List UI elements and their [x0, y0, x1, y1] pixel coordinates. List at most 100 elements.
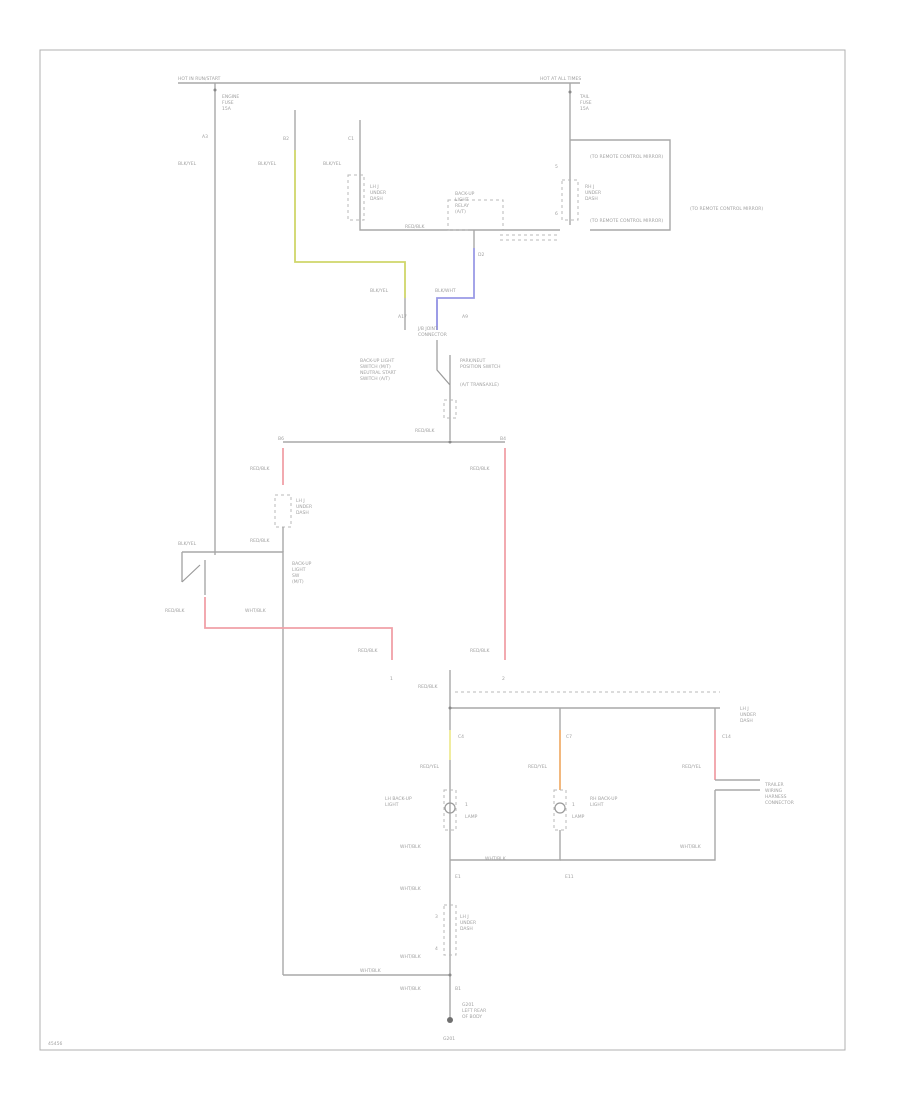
- lamp-right-label-3: LAMP: [572, 814, 585, 820]
- pin-a17: A17: [398, 314, 407, 320]
- pin-c1: C1: [348, 136, 354, 142]
- pin-e11: E11: [565, 874, 574, 880]
- lower-switch-label-2: SW: [292, 573, 300, 579]
- wire-label-red-blk-mid: RED/BLK: [250, 538, 271, 544]
- wire-label-wht-blk-ground-2: WHT/BLK: [400, 954, 422, 960]
- switch-left-label-2: NEUTRAL START: [360, 370, 396, 376]
- trailer-label-0: TRAILER: [764, 782, 784, 788]
- pin-d2: D2: [478, 252, 484, 258]
- diagram-border: [39, 49, 846, 1051]
- pin-b4: B4: [500, 436, 506, 442]
- mid-junction-box: [274, 494, 292, 528]
- footer-code: 45456: [48, 1041, 62, 1047]
- wire-label-red-blk-bottom: RED/BLK: [358, 648, 379, 654]
- lamp-right-label-1: LIGHT: [590, 802, 604, 808]
- left-lamp-box: [443, 789, 457, 831]
- pin-c7: C7: [566, 734, 572, 740]
- lamp-right-label-2: 1: [572, 802, 575, 808]
- mid-junction-label-2: DASH: [296, 510, 309, 516]
- pin-e1: E1: [455, 874, 461, 880]
- lower-switch-label-3: (M/T): [292, 579, 304, 585]
- wire-label-blk-wht-blue: BLK/WHT: [435, 288, 456, 294]
- joint-label-1: CONNECTOR: [418, 332, 447, 338]
- lower-switch-bus: [182, 551, 284, 975]
- switch-left-label-3: SWITCH (A/T): [360, 376, 390, 382]
- lower-bus-junction: [448, 706, 452, 710]
- switch-right-label-2: (A/T TRANSAXLE): [460, 382, 499, 388]
- pin-2: 2: [502, 676, 505, 682]
- pin-b1: B1: [455, 986, 461, 992]
- fuse-left-label-0: ENGINE: [222, 94, 239, 100]
- pin-c4: C4: [458, 734, 464, 740]
- trailer-label-1: WIRING: [765, 788, 783, 794]
- lamp-left-label-0: LH BACK-UP: [385, 796, 412, 802]
- wire-label-blk-yel-switch: BLK/YEL: [178, 541, 197, 547]
- pin-5: 5: [555, 164, 558, 170]
- trailer-return: [560, 790, 716, 861]
- wire-label-wht-blk-right-lamp: WHT/BLK: [485, 856, 507, 862]
- hot-left-label: HOT IN RUN/START: [178, 76, 221, 82]
- switch-left-label-1: SWITCH (M/T): [360, 364, 391, 370]
- rh-junction-label-1: UNDER: [585, 190, 601, 196]
- wire-label-red-blk-main: RED/BLK: [418, 684, 439, 690]
- pin-1: 1: [390, 676, 393, 682]
- pin-a9: A9: [462, 314, 468, 320]
- lower-switch-label-1: LIGHT: [292, 567, 306, 573]
- wire-label-red-blk-right-top: RED/BLK: [470, 466, 491, 472]
- mid-junction-label-1: UNDER: [296, 504, 312, 510]
- right-fuse-terminal: [568, 90, 572, 94]
- lamp-left-label-3: LAMP: [465, 814, 478, 820]
- lower-switch-contacts: [181, 560, 206, 595]
- ground-junction-box: [443, 904, 457, 956]
- relay-label-1: LIGHT: [455, 197, 469, 203]
- ground-symbol: [447, 1017, 453, 1023]
- pin-3: 3: [435, 914, 438, 920]
- remote-side-label: (TO REMOTE CONTROL MIRROR): [690, 206, 763, 212]
- lamp-left-label-1: LIGHT: [385, 802, 399, 808]
- lamp-right-label-0: RH BACK-UP: [590, 796, 618, 802]
- wire-label-wht-blk-lower: WHT/BLK: [245, 608, 267, 614]
- remote-lower-label: (TO REMOTE CONTROL MIRROR): [590, 218, 663, 224]
- yellow-wire: [294, 150, 406, 298]
- left-fuse-terminal: [213, 88, 217, 92]
- fuse-right-label-0: TAIL: [579, 94, 590, 100]
- switch-body: [436, 340, 451, 440]
- right-lamp-return: [450, 830, 561, 861]
- ground-bus-junction: [448, 973, 452, 977]
- fuse-left-label-2: 15A: [222, 106, 232, 112]
- switch-connector: [443, 399, 457, 419]
- joint-label-0: J/B JOINT: [417, 326, 438, 332]
- switch-right-label-1: POSITION SWITCH: [460, 364, 501, 370]
- rh-junction-label-0: RH J: [585, 184, 594, 190]
- trailer-junction-label-0: LH J: [740, 706, 749, 712]
- lower-switch-label-0: BACK-UP: [292, 561, 312, 567]
- wire-label-wht-blk-ground-1: WHT/BLK: [400, 886, 422, 892]
- lh-junction-label-1: UNDER: [370, 190, 386, 196]
- rh-junction-box: [561, 179, 579, 221]
- relay-label-2: RELAY: [455, 203, 469, 209]
- mid-junction-label-0: LH J: [296, 498, 305, 504]
- wire-label-red-blk-left: RED/BLK: [250, 466, 271, 472]
- wire-label-wht-blk-ground-4: WHT/BLK: [400, 986, 422, 992]
- trailer-label-3: CONNECTOR: [765, 800, 794, 806]
- wire-label-wht-blk-ground-3: WHT/BLK: [360, 968, 382, 974]
- mirror-branch: [359, 120, 470, 231]
- lh-junction-label-2: DASH: [370, 196, 383, 202]
- wire-label-blk-yel-left: BLK/YEL: [178, 161, 197, 167]
- trailer-connector-wire: [715, 779, 760, 791]
- lh-junction-label-0: LH J: [370, 184, 379, 190]
- wire-label-wht-blk-left-lamp: WHT/BLK: [400, 844, 422, 850]
- pin-b2: B2: [283, 136, 289, 142]
- lower-pink-wire: [204, 597, 393, 660]
- fuse-right-label-1: FUSE: [580, 100, 592, 106]
- ground-junction-label-1: UNDER: [460, 920, 476, 926]
- trailer-junction-label-1: UNDER: [740, 712, 756, 718]
- pin-a3: A3: [202, 134, 208, 140]
- mid-bus-junction: [448, 440, 452, 444]
- wire-label-red-blk-relay: RED/BLK: [405, 224, 426, 230]
- ground-junction-label-0: LH J: [460, 914, 469, 920]
- wire-label-red-yel-right: RED/YEL: [528, 764, 548, 770]
- rh-junction-label-2: DASH: [585, 196, 598, 202]
- pin-4: 4: [435, 946, 438, 952]
